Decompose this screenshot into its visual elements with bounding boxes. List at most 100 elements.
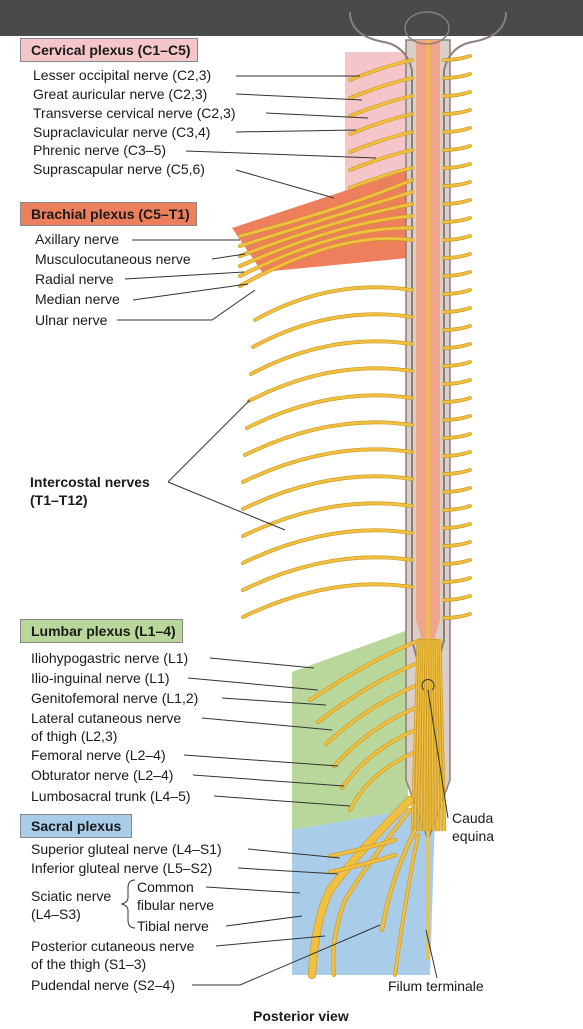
intercostal-nerve-6 — [241, 448, 414, 484]
leader-line-17 — [183, 754, 339, 767]
cervical-nerve-2 — [348, 94, 414, 118]
cauda-fiber-7 — [431, 639, 434, 831]
intercostal-nerve-0 — [253, 286, 414, 322]
lumbosacral-trunk-label: Lumbosacral trunk (L4–5) — [31, 788, 191, 804]
right-root-11 — [442, 252, 472, 260]
leader-line-9 — [132, 283, 249, 301]
inferior-gluteal-label: Inferior gluteal nerve (L5–S2) — [31, 860, 213, 876]
lumbar-nerve-1 — [316, 660, 422, 724]
lumbar-nerve-4 — [340, 726, 422, 790]
peripheral-nerves — [238, 54, 472, 980]
leader-line-21 — [237, 867, 339, 875]
leader-line-27 — [421, 679, 435, 691]
intercostal-range-label: (T1–T12) — [30, 492, 88, 508]
median-label: Median nerve — [35, 291, 120, 307]
right-root-31 — [442, 612, 472, 620]
lesser-occipital-label: Lesser occipital nerve (C2,3) — [33, 67, 212, 83]
intercostal-nerve-3 — [247, 367, 414, 403]
brachial-plexus-title: Brachial plexus (C5–T1) — [20, 202, 197, 226]
lumbar-nerve-5 — [348, 748, 422, 812]
right-root-20 — [442, 414, 472, 422]
leader-line-13 — [209, 657, 315, 669]
leader-line-12 — [167, 481, 286, 531]
leader-line-11 — [167, 399, 251, 483]
transverse-cervical-label: Transverse cervical nerve (C2,3) — [33, 105, 236, 121]
right-root-0 — [442, 54, 472, 62]
cauda-fiber-5 — [426, 639, 429, 831]
leader-line-28 — [425, 929, 438, 979]
leader-line-16 — [201, 717, 333, 731]
leader-lines — [117, 75, 449, 986]
leader-line-26 — [427, 689, 449, 819]
caption: Posterior view — [253, 1008, 349, 1024]
cervical-nerve-0 — [348, 58, 414, 82]
right-root-19 — [442, 396, 472, 404]
brainstem-end — [404, 11, 450, 45]
great-auricular-label: Great auricular nerve (C2,3) — [33, 86, 208, 102]
right-root-3 — [442, 108, 472, 116]
cervical-nerve-6 — [348, 166, 414, 190]
right-root-25 — [442, 504, 472, 512]
leader-line-10 — [117, 289, 256, 321]
brachial-nerve-2 — [238, 202, 414, 258]
filum-terminale-label: Filum terminale — [388, 978, 484, 994]
superior-gluteal-nerve — [328, 838, 397, 858]
intercostal-nerve-10 — [241, 556, 414, 592]
cauda-equina-label: Cauda — [452, 810, 494, 826]
sciatic-label: Sciatic nerve — [31, 888, 112, 904]
right-root-24 — [442, 486, 472, 494]
inferior-gluteal-nerve — [328, 853, 397, 874]
lumbar-nerve-0 — [308, 638, 422, 702]
right-root-10 — [442, 234, 472, 242]
right-root-30 — [442, 594, 472, 602]
leader-line-20 — [247, 848, 341, 859]
cauda-fiber-2 — [417, 639, 423, 831]
leader-line-14 — [187, 677, 319, 691]
right-root-12 — [442, 270, 472, 278]
right-root-2 — [442, 90, 472, 98]
top-bar — [0, 0, 583, 36]
right-root-22 — [442, 450, 472, 458]
lumbar-nerve-3 — [332, 704, 422, 768]
right-root-23 — [442, 468, 472, 476]
pudendal-nerve — [393, 833, 420, 977]
right-root-1 — [442, 72, 472, 80]
brachial-nerve-1 — [238, 190, 414, 248]
intercostal-nerve-4 — [245, 394, 414, 430]
cauda-fiber-1 — [414, 639, 421, 831]
cervical-nerve-4 — [348, 130, 414, 154]
leader-line-1 — [235, 93, 363, 101]
cervical-nerve-3 — [348, 112, 414, 136]
cervical-nerve-1 — [348, 76, 414, 100]
lumbar-region — [292, 630, 408, 830]
plexus-regions — [232, 52, 435, 975]
supraclavicular-label: Supraclavicular nerve (C3,4) — [33, 124, 211, 140]
musculocutaneous-label: Musculocutaneous nerve — [35, 251, 191, 267]
cervical-plexus-title: Cervical plexus (C1–C5) — [20, 38, 198, 62]
right-root-7 — [442, 180, 472, 188]
leader-line-22 — [205, 886, 301, 894]
right-root-9 — [442, 216, 472, 224]
ilio-inguinal-label: Ilio-inguinal nerve (L1) — [31, 670, 170, 686]
right-root-8 — [442, 198, 472, 206]
right-root-18 — [442, 378, 472, 386]
leader-line-15 — [221, 697, 327, 706]
leader-line-25 — [192, 924, 381, 986]
intercostal-label: Intercostal nerves — [30, 474, 150, 490]
right-root-27 — [442, 540, 472, 548]
axillary-label: Axillary nerve — [35, 231, 120, 247]
pudendal-label: Pudendal nerve (S2–4) — [31, 977, 175, 993]
intercostal-nerve-2 — [249, 340, 414, 376]
leader-line-7 — [211, 253, 246, 260]
posterior-cutaneous-label-2: of the thigh (S1–3) — [31, 956, 147, 972]
cauda-fiber-4 — [423, 639, 427, 831]
leader-line-23 — [225, 915, 303, 927]
ulnar-label: Ulnar nerve — [35, 312, 108, 328]
lumbar-nerve-2 — [324, 682, 422, 746]
brachial-nerve-5 — [238, 237, 414, 288]
right-root-29 — [442, 576, 472, 584]
right-root-21 — [442, 432, 472, 440]
leader-line-24 — [215, 935, 326, 947]
phrenic-label: Phrenic nerve (C3–5) — [33, 142, 167, 158]
